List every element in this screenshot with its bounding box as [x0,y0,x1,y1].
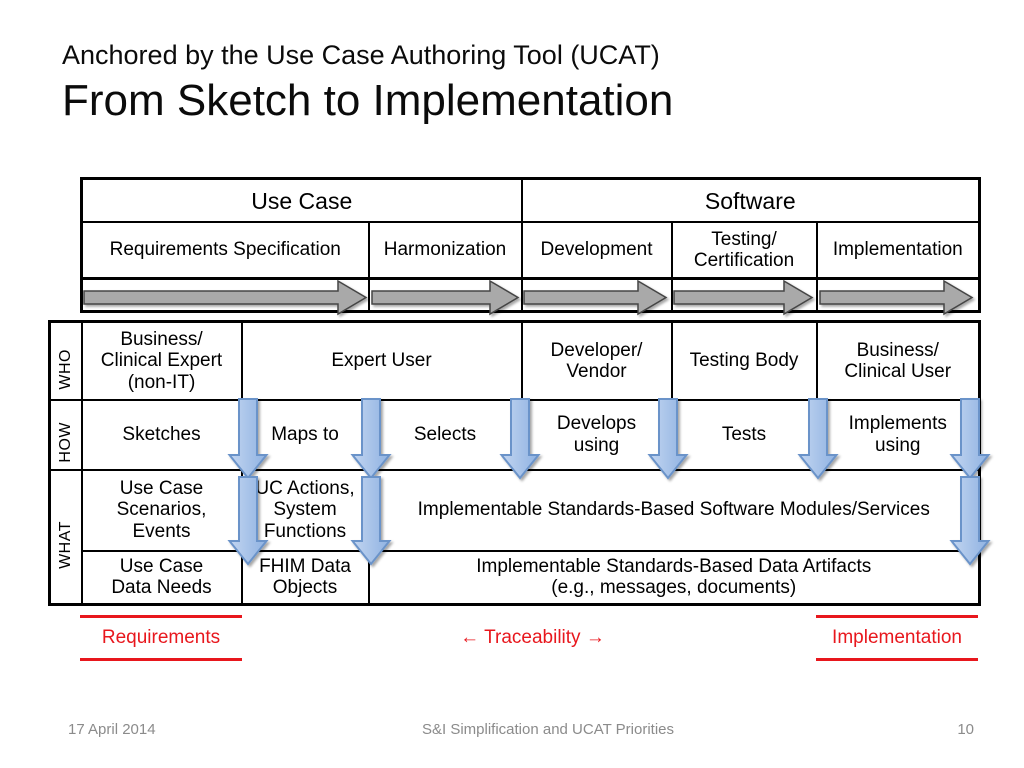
phase-development: Development [520,221,673,280]
slide-title: Anchored by the Use Case Authoring Tool … [62,36,673,128]
arrow-band-cell [80,277,370,313]
what-fhim-data-objects: FHIM Data Objects [240,549,370,606]
who-how-what-table: WHO Business/ Clinical Expert (non-IT) E… [48,320,981,606]
row-header-who-label: WHO [56,348,74,390]
group-use-case: Use Case [80,177,523,223]
group-software: Software [520,177,981,223]
phase-requirements-specification: Requirements Specification [80,221,370,280]
footer-page-number: 10 [957,721,974,738]
phase-implementation: Implementation [815,221,981,280]
how-tests: Tests [670,399,818,471]
what-uc-actions: UC Actions, System Functions [240,468,370,552]
row-header-what-label: WHAT [56,520,74,569]
how-implements-using: Implements using [815,399,981,471]
footer-date: 17 April 2014 [68,721,156,738]
who-testing-body: Testing Body [670,320,818,401]
what-data-artifacts: Implementable Standards-Based Data Artif… [367,549,981,606]
what-use-case-data-needs: Use Case Data Needs [80,549,243,606]
arrow-band-cell [815,277,981,313]
title-heading: From Sketch to Implementation [62,76,674,125]
how-maps-to: Maps to [240,399,370,471]
phase-testing-certification: Testing/ Certification [670,221,818,280]
row-header-how: HOW [48,399,83,471]
traceability-callout: ← Traceability → [460,627,605,648]
arrow-band-cell [520,277,673,313]
footer-title: S&I Simplification and UCAT Priorities [421,721,675,738]
who-expert-user: Expert User [240,320,523,401]
how-develops-using: Develops using [520,399,673,471]
who-business-clinical-expert: Business/ Clinical Expert (non-IT) [80,320,243,401]
title-subheading: Anchored by the Use Case Authoring Tool … [62,40,660,70]
phase-header-table: Use Case Software Requirements Specifica… [80,177,982,313]
implementation-callout: Implementation [816,615,978,661]
what-use-case-scenarios: Use Case Scenarios, Events [80,468,243,552]
how-sketches: Sketches [80,399,243,471]
how-selects: Selects [367,399,523,471]
phase-harmonization: Harmonization [367,221,523,280]
row-header-what: WHAT [48,468,83,606]
who-developer-vendor: Developer/ Vendor [520,320,673,401]
arrow-band-cell [670,277,818,313]
what-software-modules: Implementable Standards-Based Software M… [367,468,981,552]
row-header-who: WHO [48,320,83,401]
who-business-clinical-user: Business/ Clinical User [815,320,981,401]
arrow-band-cell [367,277,523,313]
row-header-how-label: HOW [56,422,74,464]
requirements-callout: Requirements [80,615,242,661]
